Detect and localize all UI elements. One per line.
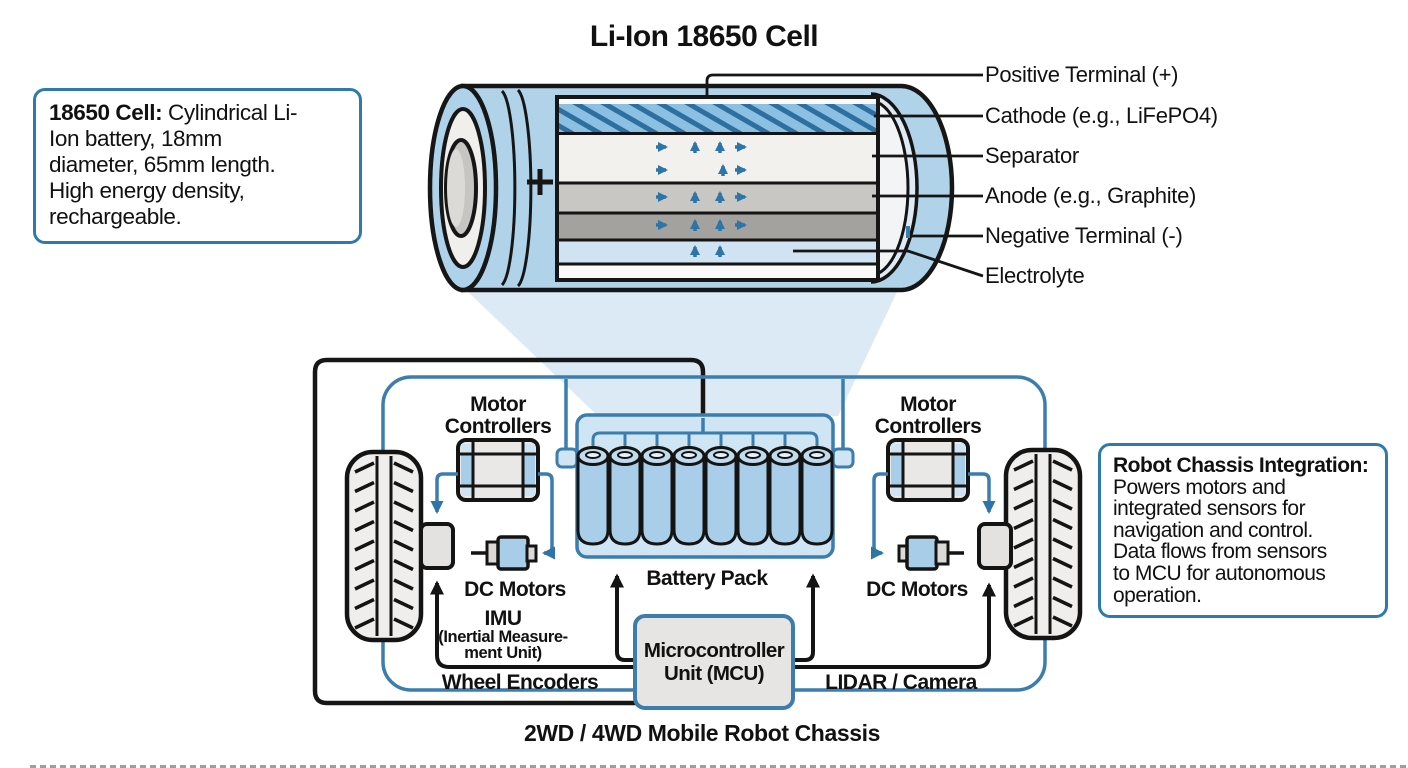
pack-cell	[640, 446, 674, 546]
info-right-lead: Robot Chassis Integration:	[1113, 454, 1369, 477]
page-title: Li-Ion 18650 Cell	[589, 20, 819, 53]
motor-controller-left	[456, 438, 540, 502]
battery-cell-illustration	[427, 83, 955, 293]
label-imu-sub1: (Inertial Measure-	[438, 628, 567, 646]
info-left-line4: High energy density,	[49, 178, 245, 203]
pack-terminals	[555, 379, 855, 469]
label-lidar-camera: LIDAR / Camera	[825, 671, 978, 694]
label-battery-pack: Battery Pack	[646, 567, 768, 590]
info-box-robot-chassis: Robot Chassis Integration: Powers motors…	[1098, 443, 1388, 618]
pack-cell	[576, 446, 610, 546]
label-wheel-encoders: Wheel Encoders	[442, 671, 598, 694]
label-anode: Anode (e.g., Graphite)	[985, 183, 1196, 208]
battery-pack-cells	[576, 446, 834, 546]
wheel-hub-right	[977, 522, 1013, 570]
label-dc-motors-right: DC Motors	[866, 578, 968, 601]
pack-cell	[768, 446, 802, 546]
pack-cell	[736, 446, 770, 546]
mcu-label-line1: Microcontroller	[644, 639, 785, 662]
info-left-line2: Ion battery, 18mm	[49, 126, 222, 151]
label-motor-controllers-left-2: Controllers	[445, 415, 552, 438]
label-motor-controllers-right-2: Controllers	[875, 415, 982, 438]
anode-layer	[559, 183, 876, 213]
info-left-line3: diameter, 65mm length.	[49, 152, 276, 177]
battery-pack	[575, 413, 835, 559]
chassis-caption: 2WD / 4WD Mobile Robot Chassis	[524, 720, 880, 746]
mcu-label-line2: Unit (MCU)	[664, 662, 764, 685]
label-dc-motors-left: DC Motors	[464, 578, 566, 601]
collector-layer	[559, 213, 876, 240]
signal-wires	[430, 472, 996, 560]
label-cathode: Cathode (e.g., LiFePO4)	[985, 103, 1218, 128]
label-imu: IMU	[485, 607, 522, 630]
plus-symbol	[527, 169, 553, 195]
dc-motor-left	[471, 535, 538, 571]
cathode-layer	[559, 104, 876, 133]
wheel-hub-left	[419, 522, 455, 570]
info-box-18650-cell: 18650 Cell: Cylindrical Li- Ion battery,…	[33, 88, 362, 244]
info-left-line5: rechargeable.	[49, 204, 182, 229]
separator-layer	[559, 135, 876, 183]
dc-motor-right	[897, 535, 964, 571]
cell-cutaway-window	[555, 95, 880, 282]
mcu-box	[633, 614, 795, 710]
label-positive-terminal: Positive Terminal (+)	[985, 62, 1178, 87]
ion-flow-arrows	[656, 141, 747, 257]
pack-cell	[704, 446, 738, 546]
positive-end-cap	[427, 83, 499, 293]
label-imu-sub2: ment Unit)	[464, 644, 542, 662]
pack-cell	[608, 446, 642, 546]
wheel-left	[344, 449, 424, 643]
label-negative-terminal: Negative Terminal (-)	[985, 223, 1182, 248]
motor-controller-right	[886, 438, 970, 502]
label-electrolyte: Electrolyte	[985, 263, 1084, 288]
zoom-funnel	[468, 292, 897, 416]
chassis-power-line	[312, 357, 792, 706]
pack-cell	[672, 446, 706, 546]
label-motor-controllers-right-1: Motor	[900, 393, 956, 416]
pack-cell	[800, 446, 834, 546]
label-motor-controllers-left-1: Motor	[470, 393, 526, 416]
label-separator: Separator	[985, 143, 1079, 168]
info-left-line1: 18650 Cell: Cylindrical Li-	[49, 100, 298, 125]
wheel-right	[1003, 447, 1083, 641]
info-left-lead: 18650 Cell:	[49, 100, 163, 125]
mcu-connections	[430, 573, 996, 669]
leader-lines	[705, 73, 984, 278]
